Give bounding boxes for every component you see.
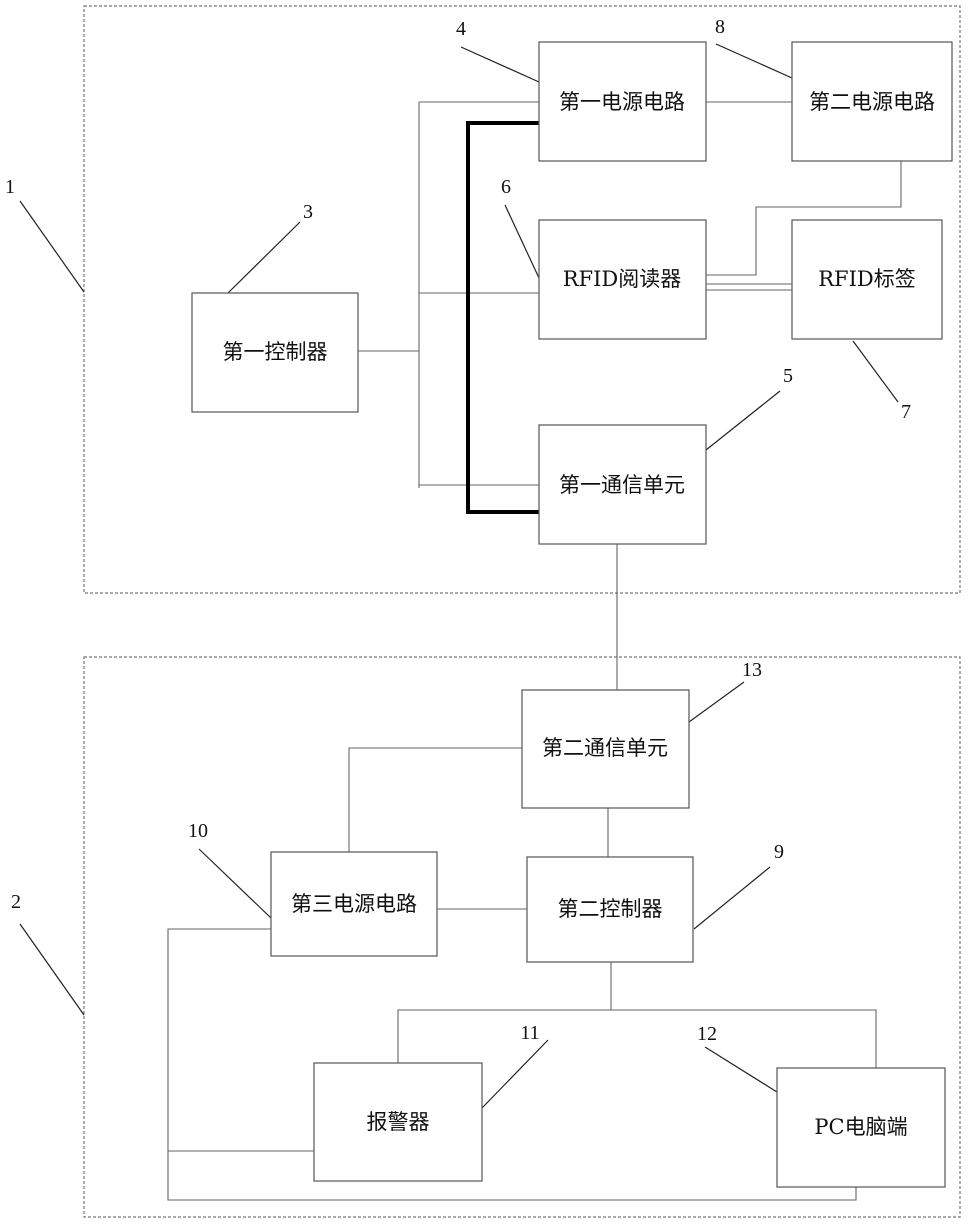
leader-8 <box>716 44 792 78</box>
block-first-comm: 第一通信单元 <box>539 425 706 544</box>
ref-number-12: 12 <box>697 1023 717 1045</box>
ref-number-7: 7 <box>901 401 911 423</box>
block-pc: PC电脑端 <box>777 1068 945 1187</box>
block-second-power: 第二电源电路 <box>792 42 952 161</box>
ref-number-5: 5 <box>783 365 793 387</box>
reference-leaders <box>20 44 898 1108</box>
alarm-label: 报警器 <box>367 1110 430 1134</box>
ref-number-4: 4 <box>456 18 466 40</box>
ref-number-13: 13 <box>742 659 762 681</box>
top-wiring <box>358 102 901 690</box>
block-rfid-reader: RFID阅读器 <box>539 220 706 339</box>
block-first-power: 第一电源电路 <box>539 42 706 161</box>
leader-1 <box>20 201 84 292</box>
pc-label: PC电脑端 <box>814 1115 907 1139</box>
block-first-controller: 第一控制器 <box>192 293 358 412</box>
second-power-label: 第二电源电路 <box>809 90 935 114</box>
block-alarm: 报警器 <box>314 1063 482 1181</box>
leader-4 <box>461 47 539 82</box>
rfid-tag-label: RFID标签 <box>818 267 916 291</box>
bottom-wiring <box>168 748 876 1200</box>
leader-6 <box>505 205 539 278</box>
ref-number-8: 8 <box>715 16 725 38</box>
leader-12 <box>705 1047 777 1092</box>
rfid-reader-label: RFID阅读器 <box>563 267 682 291</box>
leader-9 <box>694 867 770 929</box>
reference-numbers: 1 2 3 4 5 6 7 8 9 10 11 12 13 <box>5 16 911 1045</box>
ref-number-6: 6 <box>501 176 511 198</box>
ref-number-10: 10 <box>188 820 208 842</box>
leader-10 <box>199 849 271 918</box>
ref-number-1: 1 <box>5 176 15 198</box>
block-second-comm: 第二通信单元 <box>522 690 689 808</box>
block-second-controller: 第二控制器 <box>527 857 693 962</box>
leader-5 <box>706 391 780 450</box>
first-comm-label: 第一通信单元 <box>559 473 685 497</box>
leader-7 <box>853 341 898 402</box>
leader-13 <box>689 682 744 722</box>
second-comm-label: 第二通信单元 <box>542 736 668 760</box>
wire-output-branch <box>398 1010 876 1068</box>
block-third-power: 第三电源电路 <box>271 852 437 956</box>
leader-3 <box>228 222 300 293</box>
second-controller-label: 第二控制器 <box>558 897 663 921</box>
leader-11 <box>482 1040 548 1108</box>
first-power-label: 第一电源电路 <box>559 90 685 114</box>
ref-number-9: 9 <box>774 841 784 863</box>
third-power-label: 第三电源电路 <box>291 892 417 916</box>
leader-2 <box>20 924 84 1015</box>
ref-number-11: 11 <box>520 1022 539 1044</box>
block-rfid-tag: RFID标签 <box>792 220 942 339</box>
ref-number-3: 3 <box>303 201 313 223</box>
ref-number-2: 2 <box>11 891 21 913</box>
first-controller-label: 第一控制器 <box>223 340 328 364</box>
wire-power3-loop <box>168 929 856 1200</box>
wire-power3-comm2 <box>349 748 522 852</box>
